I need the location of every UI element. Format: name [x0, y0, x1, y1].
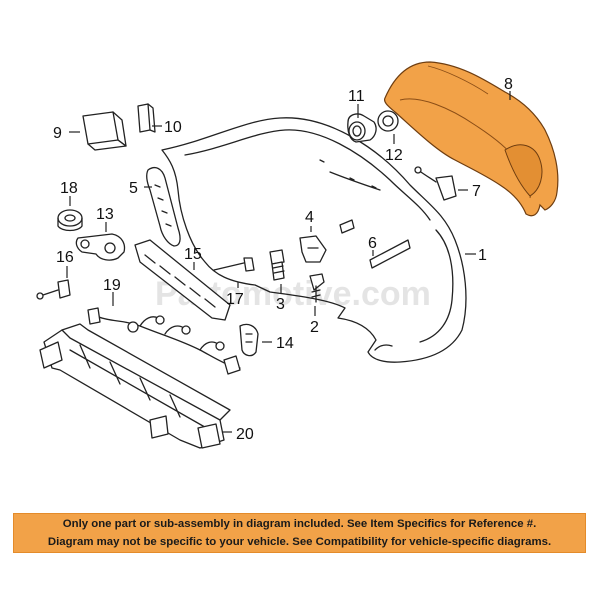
sensor-part: [347, 113, 377, 143]
grommet-ring-part: [377, 110, 399, 132]
strip-bracket-part: [137, 103, 156, 133]
push-clip-part: [269, 249, 285, 281]
small-bracket-part: [299, 235, 327, 263]
callout-12: 12: [385, 147, 403, 164]
callout-20: 20: [236, 426, 254, 443]
clip-part: [239, 323, 259, 357]
callout-19: 19: [103, 277, 121, 294]
leader-lines: [66, 91, 511, 433]
callout-11: 11: [348, 88, 365, 105]
callout-10: 10: [164, 119, 182, 136]
callout-5: 5: [129, 180, 138, 197]
disclaimer-line-1: Only one part or sub-assembly in diagram…: [62, 518, 537, 530]
wiring-harness-part: [87, 307, 241, 375]
bolt-part: [36, 279, 71, 300]
callout-7: 7: [472, 183, 481, 200]
disclaimer-banner: Only one part or sub-assembly in diagram…: [13, 513, 586, 553]
callouts: 1 2 3 4 5 6 7 8 9 10 11 12 13 14 15 16 1…: [53, 76, 513, 443]
screw-part: [309, 273, 325, 303]
callout-1: 1: [478, 247, 487, 264]
callout-2: 2: [310, 319, 319, 336]
disclaimer-line-2: Diagram may not be specific to your vehi…: [47, 536, 552, 548]
callout-4: 4: [305, 209, 314, 226]
callout-18: 18: [60, 180, 78, 197]
callout-13: 13: [96, 206, 114, 223]
callout-16: 16: [56, 249, 74, 266]
mount-bracket-part: [75, 233, 126, 261]
reinforcement-beam-part: [39, 323, 231, 449]
rear-valance-part: [383, 61, 559, 217]
round-clip-part: [57, 209, 83, 232]
rod-part: [213, 257, 255, 272]
reflector-part: [82, 111, 127, 151]
callout-14: 14: [276, 335, 294, 352]
energy-absorber-part: [134, 239, 231, 321]
callout-8: 8: [504, 76, 513, 93]
callout-3: 3: [276, 296, 285, 313]
callout-15: 15: [184, 246, 202, 263]
connector-part: [414, 166, 457, 201]
callout-6: 6: [368, 235, 377, 252]
guide-strip-part: [339, 219, 411, 269]
callout-9: 9: [53, 125, 62, 142]
side-bracket-part: [146, 167, 181, 247]
callout-17: 17: [226, 291, 244, 308]
